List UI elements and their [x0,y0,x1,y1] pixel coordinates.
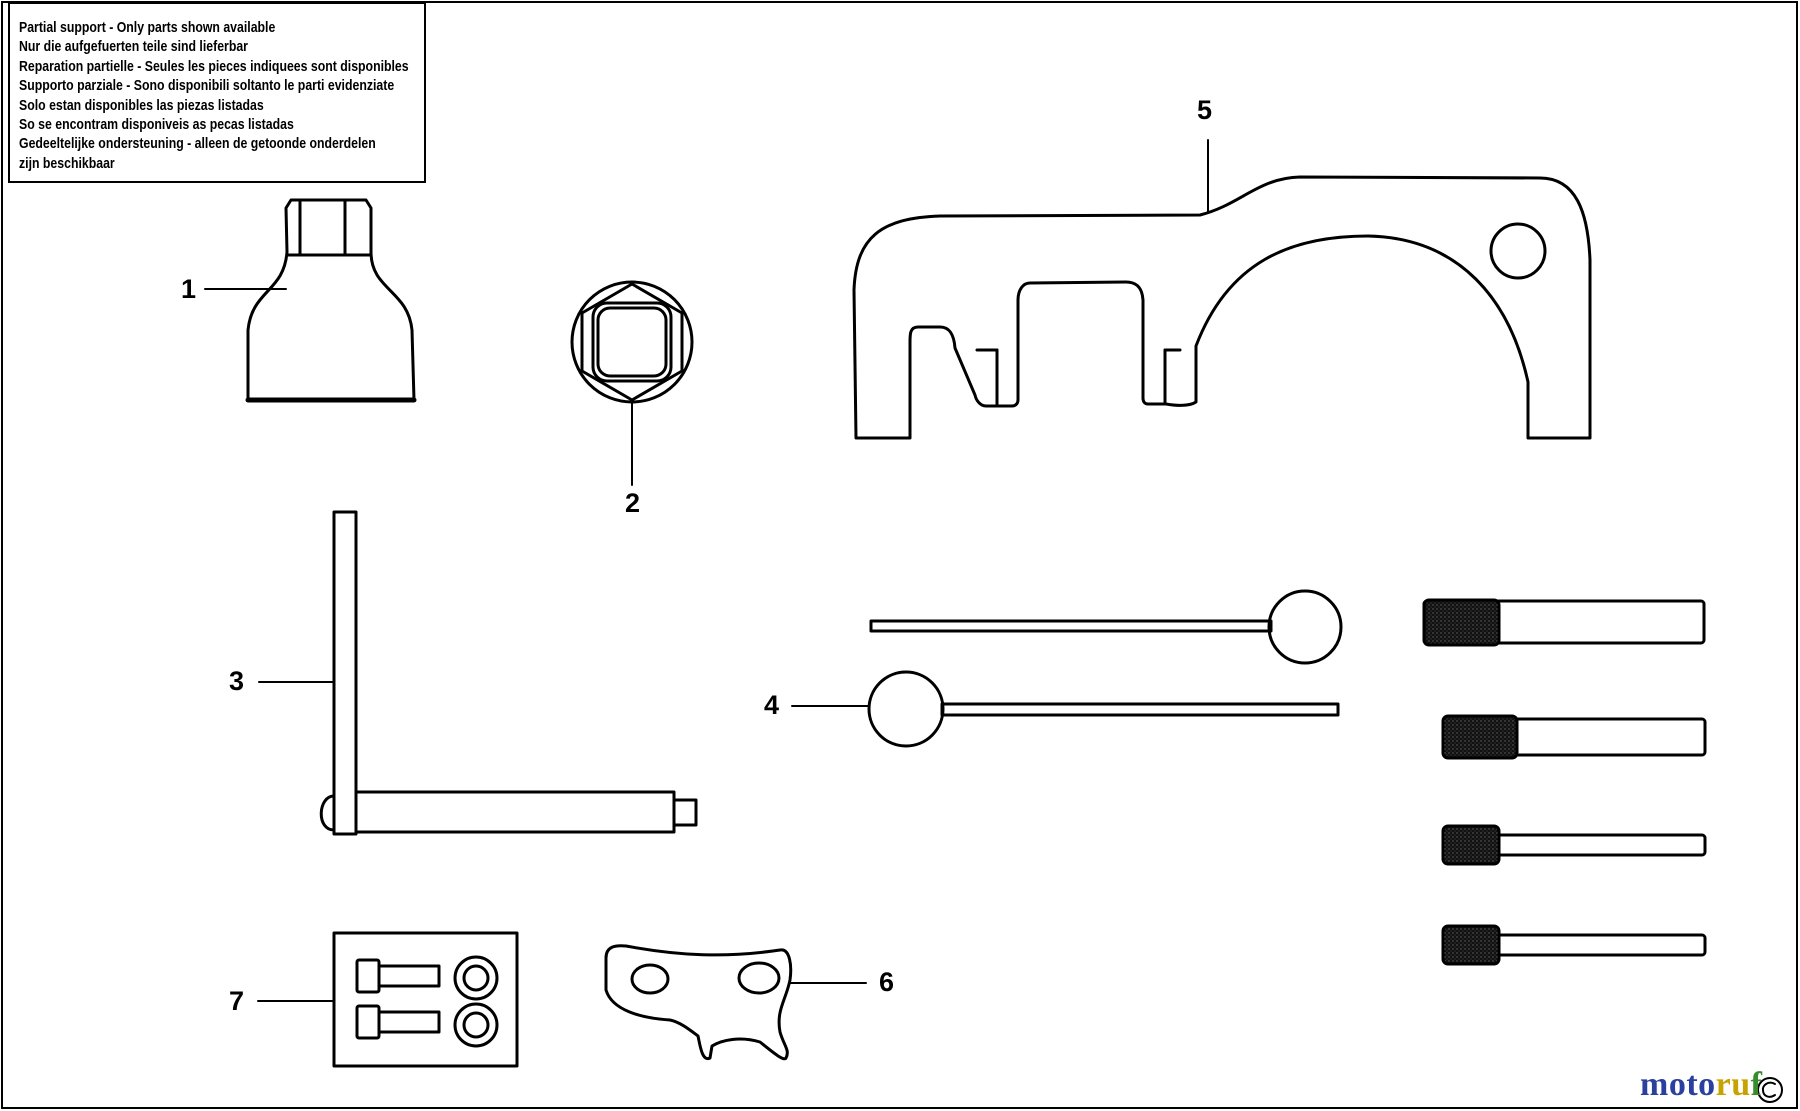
knurled-pin-3[interactable] [1441,824,1707,866]
brand-letter: o [1698,1066,1716,1103]
notice-line-it: Supporto parziale - Sono disponibili sol… [19,77,395,95]
brand-letter: u [1731,1066,1751,1103]
callout-3: 3 [229,666,245,696]
part-7-bolt-kit[interactable] [332,931,519,1068]
callout-1: 1 [181,274,197,304]
notice-line-fr: Reparation partielle - Seules les pieces… [19,57,409,75]
part-3-locking-pin[interactable] [319,510,698,836]
knurled-pin-2[interactable] [1441,714,1707,760]
brand-watermark: motoruf [1640,1066,1763,1104]
brand-letter: r [1715,1066,1732,1103]
copyright-icon [1757,1077,1783,1103]
brand-letter: f [1750,1066,1763,1103]
callout-5: 5 [1197,95,1213,125]
callout-2: 2 [625,488,641,518]
brand-letter: t [1686,1066,1699,1103]
part-1-adapter[interactable] [245,198,417,403]
knurled-pin-4[interactable] [1441,924,1707,966]
notice-line-pt: So se encontram disponiveis as pecas lis… [19,116,294,134]
notice-line-es: Solo estan disponibles las piezas listad… [19,96,264,114]
callout-7: 7 [229,986,245,1016]
brand-letter: o [1668,1066,1687,1103]
part-5-locking-plate[interactable] [852,175,1592,440]
part-4-round-head-rods[interactable] [867,589,1343,748]
callout-4: 4 [764,690,780,720]
notice-line-en: Partial support - Only parts shown avail… [19,19,276,36]
brand-letter: m [1640,1066,1669,1103]
notice-line-de: Nur die aufgefuerten teile sind lieferba… [19,38,248,56]
callout-6: 6 [879,967,895,997]
availability-notice: Partial support - Only parts shown avail… [8,2,426,183]
knurled-pin-1[interactable] [1422,598,1706,647]
part-6-bracket[interactable] [604,944,793,1061]
notice-line-nl-cont: zijn beschikbaar [19,154,115,172]
part-2-hex-nut[interactable] [570,280,694,404]
notice-line-nl: Gedeeltelijke ondersteuning - alleen de … [19,135,376,153]
